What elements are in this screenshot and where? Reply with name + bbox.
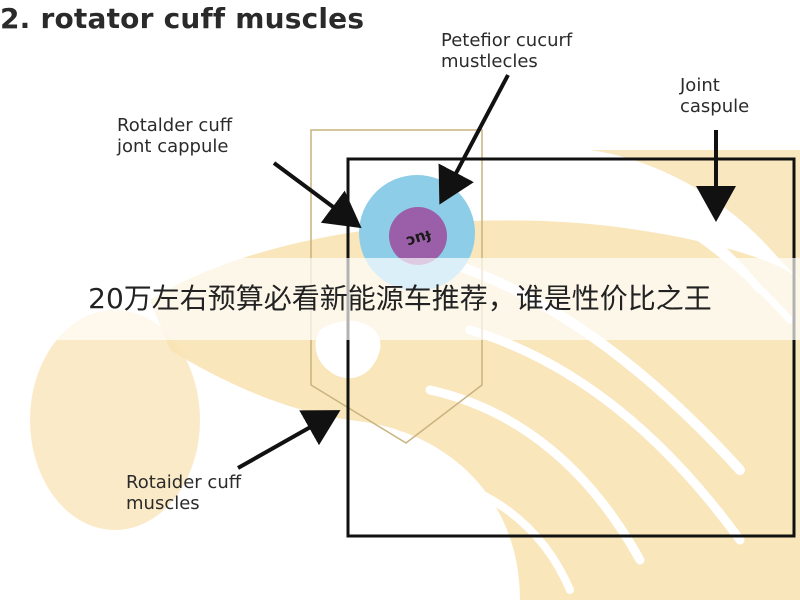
joint-capsule-rectangle [346, 157, 796, 538]
caption-banner: 20万左右预算必看新能源车推荐，谁是性价比之王 [0, 258, 800, 340]
label-capsule-left: Rotalder cuff jont cappule [117, 115, 233, 157]
inner-purple-circle [389, 207, 447, 265]
arrow-posterior [438, 74, 510, 205]
label-posterior-muscles: Petefior cucurf mustlecles [441, 30, 573, 72]
label-muscles-bottom: Rotaider cuff muscles [126, 472, 242, 514]
pentagon-outline [310, 129, 483, 444]
label-capsule-right: Joint caspule [680, 75, 750, 117]
diagram-title: 2. rotator cuff muscles [0, 2, 365, 35]
caption-banner-text: 20万左右预算必看新能源车推荐，谁是性价比之王 [88, 282, 712, 315]
arrow-muscles-bottom [237, 410, 341, 470]
arrow-capsule-left [272, 161, 362, 229]
